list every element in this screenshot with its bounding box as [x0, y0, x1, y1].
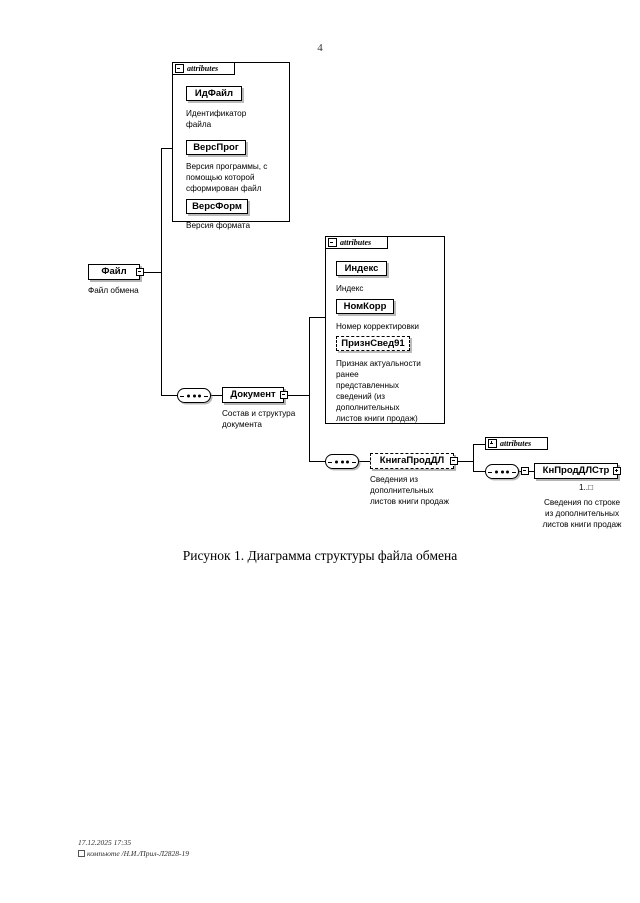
node-knproddlstr[interactable]: КнПродДЛСтр: [534, 463, 618, 479]
node-fail-caption: Файл обмена: [88, 286, 139, 295]
attribute-indeks[interactable]: Индекс: [336, 261, 387, 276]
node-knigaproddl-caption: Сведения из дополнительных листов книги …: [370, 475, 449, 506]
node-knproddlstr-expand-handle[interactable]: [613, 467, 621, 475]
node-knproddlstr-caption: Сведения по строке из дополнительных лис…: [542, 498, 622, 529]
sequence-dots-icon: [335, 460, 349, 463]
connector-spine-to-document-seq: [161, 395, 177, 397]
footer-timestamp: 17.12.2025 17:35: [78, 838, 132, 847]
node-dokument[interactable]: Документ: [222, 387, 284, 403]
sequence-tail-line: [512, 471, 516, 473]
footer-reference-text: компьюте /Н.И./Прил-Л2828-19: [87, 848, 190, 858]
connector-document-to-spine: [288, 394, 310, 396]
document-attributes-header[interactable]: attributes: [325, 236, 388, 249]
attribute-idfail[interactable]: ИдФайл: [186, 86, 242, 101]
attribute-nomkorr-description: Номер корректировки: [336, 322, 419, 331]
sequence-compositor-document[interactable]: [177, 388, 211, 403]
page-number: 4: [317, 42, 323, 54]
connector-spine-to-file-attributes: [161, 148, 173, 150]
node-dokument-caption: Состав и структура документа: [222, 409, 296, 429]
sequence-compositor-book[interactable]: [325, 454, 359, 469]
collapse-minus-icon[interactable]: [328, 238, 337, 247]
sequence-tail-line: [352, 461, 356, 463]
connector-fail-to-spine: [144, 271, 162, 273]
attribute-priznsved91-description: Признак актуальности ранее представленны…: [336, 359, 421, 423]
node-fail-collapse-handle[interactable]: [136, 268, 144, 276]
connector-handle-to-row: [529, 471, 535, 473]
sequence-lead-line: [180, 395, 184, 397]
attributes-label: attributes: [500, 439, 532, 448]
sequence-lead-line: [488, 471, 492, 473]
attribute-versprog-description: Версия программы, с помощью которой сфор…: [186, 162, 268, 193]
attribute-nomkorr[interactable]: НомКорр: [336, 299, 394, 314]
attributes-label: attributes: [187, 64, 219, 73]
sequence-tail-line: [204, 395, 208, 397]
page-footer: 17.12.2025 17:35 компьюте /Н.И./Прил-Л28…: [78, 838, 189, 859]
sequence-dots-icon: [187, 394, 201, 397]
connector-spine-vertical: [161, 148, 163, 396]
connector-book-to-spine: [458, 460, 474, 462]
attribute-indeks-description: Индекс: [336, 284, 364, 293]
box-glyph-icon: [78, 850, 85, 858]
connector-book-spine-to-attributes: [473, 444, 485, 446]
connector-document-spine-to-book-seq: [309, 461, 325, 463]
sequence-compositor-row[interactable]: [485, 464, 519, 479]
connector-document-spine-vertical: [309, 317, 311, 462]
sequence-lead-line: [328, 461, 332, 463]
node-knigaproddl[interactable]: КнигаПродДЛ: [370, 453, 454, 469]
attributes-label: attributes: [340, 238, 372, 247]
connector-book-spine-to-row-seq: [473, 471, 485, 473]
attribute-priznsved91[interactable]: ПризнСвед91: [336, 336, 410, 351]
attribute-versform-description: Версия формата: [186, 221, 251, 230]
sequence-dots-icon: [495, 470, 509, 473]
attribute-versform[interactable]: ВерсФорм: [186, 199, 248, 214]
connector-book-spine-vertical: [473, 444, 475, 472]
connector-seq-to-document: [211, 395, 222, 397]
attribute-versprog[interactable]: ВерсПрог: [186, 140, 246, 155]
connector-seq-to-book: [359, 461, 370, 463]
node-fail[interactable]: Файл: [88, 264, 140, 280]
collapse-minus-icon[interactable]: [175, 64, 184, 73]
row-attributes-header[interactable]: attributes: [485, 437, 548, 450]
expand-plus-icon[interactable]: [488, 439, 497, 448]
figure-caption: Рисунок 1. Диаграмма структуры файла обм…: [182, 548, 458, 563]
node-knigaproddl-collapse-handle[interactable]: [450, 457, 458, 465]
attribute-idfail-description: Идентификатор файла: [186, 109, 247, 129]
row-seq-collapse-handle[interactable]: [521, 467, 529, 475]
file-attributes-header[interactable]: attributes: [172, 62, 235, 75]
footer-reference: компьюте /Н.И./Прил-Л2828-19: [78, 849, 189, 860]
node-knproddlstr-multiplicity: 1..□: [578, 483, 594, 492]
connector-document-spine-to-attributes: [309, 317, 325, 319]
node-dokument-collapse-handle[interactable]: [280, 391, 288, 399]
